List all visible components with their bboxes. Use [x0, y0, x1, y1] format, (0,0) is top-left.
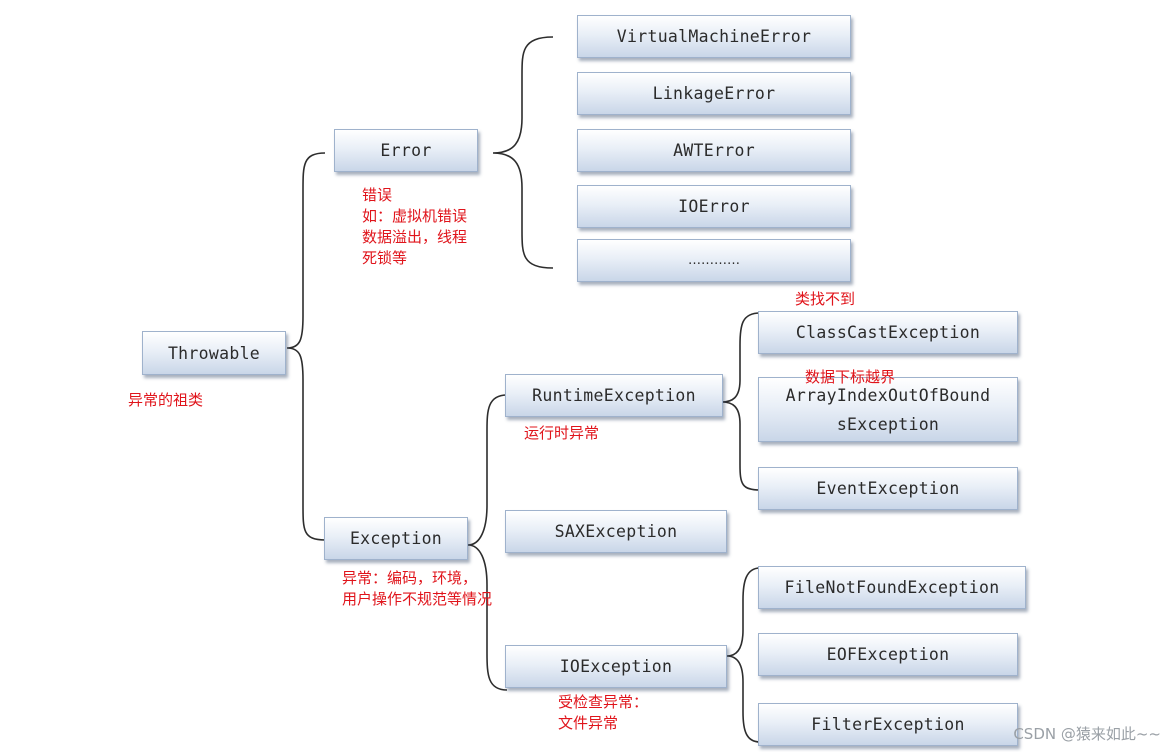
class-cast-exception-node: ClassCastException [758, 311, 1018, 354]
error-note: 错误 如：虚拟机错误 数据溢出，线程 死锁等 [362, 186, 468, 267]
runtime-exception-node: RuntimeException [505, 374, 723, 417]
awt-error-node: AWTError [577, 129, 851, 172]
runtime-children-bracket [721, 312, 761, 491]
eof-exception-node: EOFException [758, 633, 1018, 676]
error-children-bracket [492, 36, 554, 269]
filter-exception-node: FilterException [758, 703, 1018, 746]
virtual-machine-error-node: VirtualMachineError [577, 15, 851, 58]
array-index-note: 数据下标越界 [805, 368, 896, 386]
exception-children-bracket [467, 394, 508, 691]
throwable-node: Throwable [142, 331, 286, 375]
throwable-error-exception-bracket [286, 152, 326, 541]
io-exception-note: 受检查异常： 文件异常 [558, 693, 649, 732]
sax-exception-node: SAXException [505, 510, 727, 553]
throwable-note: 异常的祖类 [128, 391, 204, 409]
io-children-bracket [726, 567, 761, 743]
exception-node: Exception [324, 517, 468, 560]
csdn-watermark: CSDN @猿来如此~~ [1013, 725, 1161, 743]
error-more-node: ………… [577, 239, 851, 282]
runtime-exception-note: 运行时异常 [524, 424, 600, 442]
file-not-found-exception-node: FileNotFoundException [758, 566, 1026, 609]
event-exception-node: EventException [758, 467, 1018, 510]
io-exception-node: IOException [505, 645, 727, 688]
io-error-node: IOError [577, 185, 851, 228]
linkage-error-node: LinkageError [577, 72, 851, 115]
error-node: Error [334, 129, 478, 172]
exception-note: 异常：编码，环境， 用户操作不规范等情况 [342, 569, 493, 608]
class-cast-note: 类找不到 [795, 290, 856, 308]
